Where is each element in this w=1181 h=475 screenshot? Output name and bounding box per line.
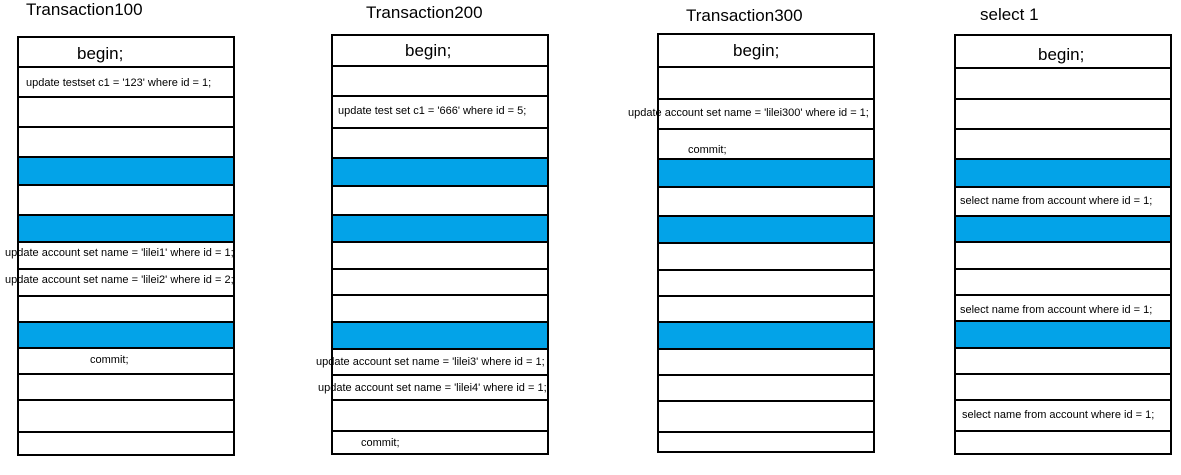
timeline-row [19,243,233,270]
statement-text: update account set name = 'lilei3' where… [316,356,545,368]
timeline-row [956,36,1170,69]
timeline-row [659,35,873,68]
timeline-row-highlight [19,323,233,349]
timeline-row [659,376,873,402]
begin-label: begin; [1038,45,1085,64]
timeline-row [956,375,1170,401]
timeline-row-highlight [333,216,547,243]
timeline-row [19,349,233,375]
timeline-row [659,402,873,433]
statement-text: update account set name = 'lilei4' where… [318,382,547,394]
timeline-row [333,350,547,376]
statement-text: update account set name = 'lilei300' whe… [628,107,869,119]
timeline-row-highlight [333,323,547,350]
statement-text: select name from account where id = 1; [960,304,1153,316]
timeline-row-highlight [19,158,233,186]
timeline-row [659,100,873,130]
statement-text: update testset c1 = '123' where id = 1; [26,77,212,89]
timeline-row [659,271,873,297]
timeline-row [956,100,1170,130]
begin-label: begin; [77,44,124,63]
statement-text: commit; [90,354,129,366]
transaction200-timeline [331,34,549,455]
timeline-row [659,433,873,451]
timeline-row [659,297,873,323]
timeline-row-highlight [659,160,873,188]
transaction300-timeline [657,33,875,453]
timeline-row [333,270,547,296]
timeline-row [19,186,233,216]
timeline-row [659,130,873,160]
timeline-row [19,98,233,128]
timeline-row [19,401,233,433]
timeline-row [333,376,547,401]
timeline-row [19,68,233,98]
timeline-row [19,297,233,323]
timeline-row [19,128,233,158]
timeline-row [956,349,1170,375]
timeline-row [956,432,1170,453]
timeline-row [956,243,1170,270]
statement-text: update account set name = 'lilei1' where… [5,247,234,259]
timeline-row [333,296,547,323]
timeline-row-highlight [19,216,233,243]
timeline-row-highlight [956,160,1170,188]
column-title-select1: select 1 [980,5,1039,24]
timeline-row [956,270,1170,296]
statement-text: commit; [688,144,727,156]
timeline-row [659,188,873,217]
column-title-transaction200: Transaction200 [366,3,483,22]
timeline-row [659,244,873,271]
timeline-row [333,401,547,432]
timeline-row [659,68,873,100]
timeline-row [956,130,1170,160]
statement-text: update test set c1 = '666' where id = 5; [338,105,527,117]
statement-text: commit; [361,437,400,449]
statement-text: select name from account where id = 1; [960,195,1153,207]
timeline-row [19,433,233,454]
timeline-row-highlight [956,217,1170,243]
timeline-row [333,187,547,216]
timeline-row [659,350,873,376]
timeline-row [333,129,547,159]
timeline-row [333,243,547,270]
timeline-row-highlight [956,322,1170,349]
timeline-row [956,296,1170,322]
timeline-row-highlight [333,159,547,187]
timeline-row-highlight [659,323,873,350]
timeline-row [333,67,547,97]
select1-timeline [954,34,1172,455]
begin-label: begin; [733,41,780,60]
begin-label: begin; [405,41,452,60]
timeline-row [19,270,233,297]
timeline-row [333,36,547,67]
column-title-transaction300: Transaction300 [686,6,803,25]
timeline-row [333,97,547,129]
timeline-row [956,188,1170,217]
timeline-row-highlight [659,217,873,244]
statement-text: update account set name = 'lilei2' where… [5,274,234,286]
transaction100-timeline [17,36,235,456]
statement-text: select name from account where id = 1; [962,409,1155,421]
timeline-row [19,38,233,68]
column-title-transaction100: Transaction100 [26,0,143,19]
timeline-row [956,69,1170,100]
timeline-row [19,375,233,401]
timeline-row [956,401,1170,432]
